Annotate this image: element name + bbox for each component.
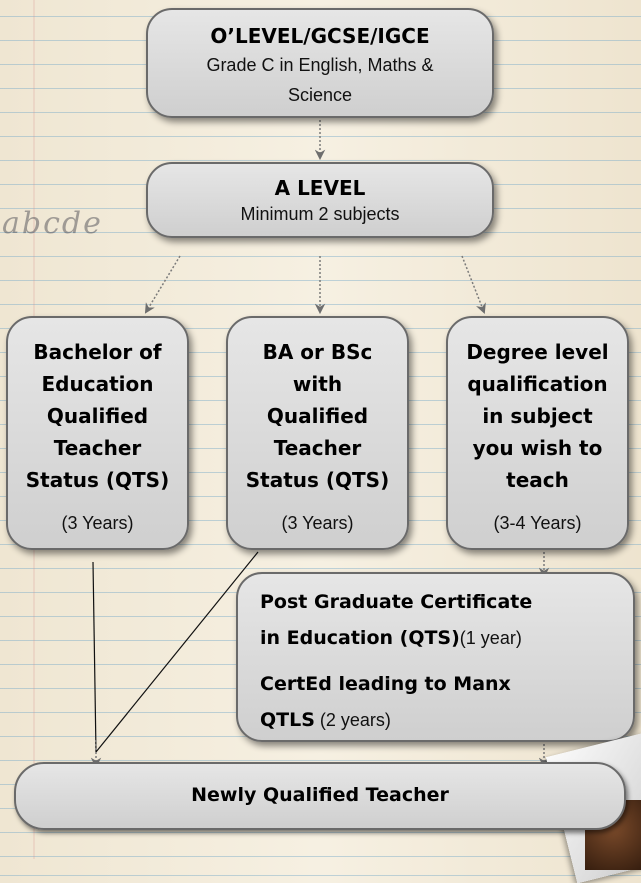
pgce-line-1: Post Graduate Certificate bbox=[260, 584, 613, 620]
bed-title: Bachelor of Education Qualified Teacher … bbox=[8, 336, 187, 496]
degree-route-box: Degree level qualification in subject yo… bbox=[446, 316, 629, 550]
arrow-alevel-to-bed bbox=[144, 255, 181, 314]
degree-title-line: teach bbox=[506, 468, 569, 492]
certed-line-2: QTLS (2 years) bbox=[260, 702, 613, 738]
connector-arrows bbox=[90, 120, 550, 769]
line-bed-to-nqt bbox=[92, 561, 97, 753]
line-ba-to-nqt bbox=[95, 551, 259, 753]
certed-duration: (2 years) bbox=[314, 710, 391, 730]
olevel-requirement-line-2: Science bbox=[287, 85, 353, 105]
bed-title-line: Teacher bbox=[53, 436, 142, 460]
bed-route-box: Bachelor of Education Qualified Teacher … bbox=[6, 316, 189, 550]
handwriting-sample: abcde bbox=[2, 206, 103, 241]
nqt-title: Newly Qualified Teacher bbox=[191, 784, 449, 806]
degree-title-line: Degree level bbox=[466, 340, 609, 364]
olevel-requirement-line-1: Grade C in English, Maths & bbox=[206, 55, 434, 75]
ba-title-line: Teacher bbox=[273, 436, 362, 460]
degree-duration: (3-4 Years) bbox=[493, 513, 582, 533]
certed-title-1: CertEd leading to Manx bbox=[260, 673, 511, 695]
bed-duration: (3 Years) bbox=[61, 513, 134, 533]
olevel-requirement: Grade C in English, Maths & Science bbox=[148, 50, 492, 110]
olevel-box: O’LEVEL/GCSE/IGCE Grade C in English, Ma… bbox=[146, 8, 494, 118]
bed-title-line: Bachelor of bbox=[33, 340, 162, 364]
pgce-box: Post Graduate Certificate in Education (… bbox=[236, 572, 635, 742]
alevel-requirement: Minimum 2 subjects bbox=[240, 204, 400, 224]
ba-title-line: Status (QTS) bbox=[245, 468, 390, 492]
arrow-alevel-to-degree bbox=[461, 255, 486, 314]
ba-bsc-route-box: BA or BSc with Qualified Teacher Status … bbox=[226, 316, 409, 550]
degree-title-line: you wish to bbox=[472, 436, 603, 460]
ba-title: BA or BSc with Qualified Teacher Status … bbox=[228, 336, 407, 496]
olevel-title: O’LEVEL/GCSE/IGCE bbox=[210, 24, 430, 48]
ba-title-line: Qualified bbox=[266, 404, 369, 428]
alevel-box: A LEVEL Minimum 2 subjects bbox=[146, 162, 494, 238]
bed-title-line: Status (QTS) bbox=[25, 468, 170, 492]
pgce-title-2: in Education (QTS) bbox=[260, 627, 460, 649]
certed-title-2: QTLS bbox=[260, 709, 315, 731]
nqt-box: Newly Qualified Teacher bbox=[14, 762, 626, 830]
degree-title: Degree level qualification in subject yo… bbox=[448, 336, 627, 496]
degree-title-line: qualification bbox=[467, 372, 608, 396]
ba-title-line: BA or BSc bbox=[262, 340, 373, 364]
ba-title-line: with bbox=[292, 372, 343, 396]
certed-line-1: CertEd leading to Manx bbox=[260, 666, 613, 702]
degree-title-line: in subject bbox=[482, 404, 593, 428]
pgce-title-1: Post Graduate Certificate bbox=[260, 591, 533, 613]
bed-title-line: Qualified bbox=[46, 404, 149, 428]
pgce-line-2: in Education (QTS)(1 year) bbox=[260, 620, 613, 656]
pgce-duration: (1 year) bbox=[459, 628, 522, 648]
ba-duration: (3 Years) bbox=[281, 513, 354, 533]
bed-title-line: Education bbox=[41, 372, 154, 396]
alevel-title: A LEVEL bbox=[274, 176, 366, 200]
